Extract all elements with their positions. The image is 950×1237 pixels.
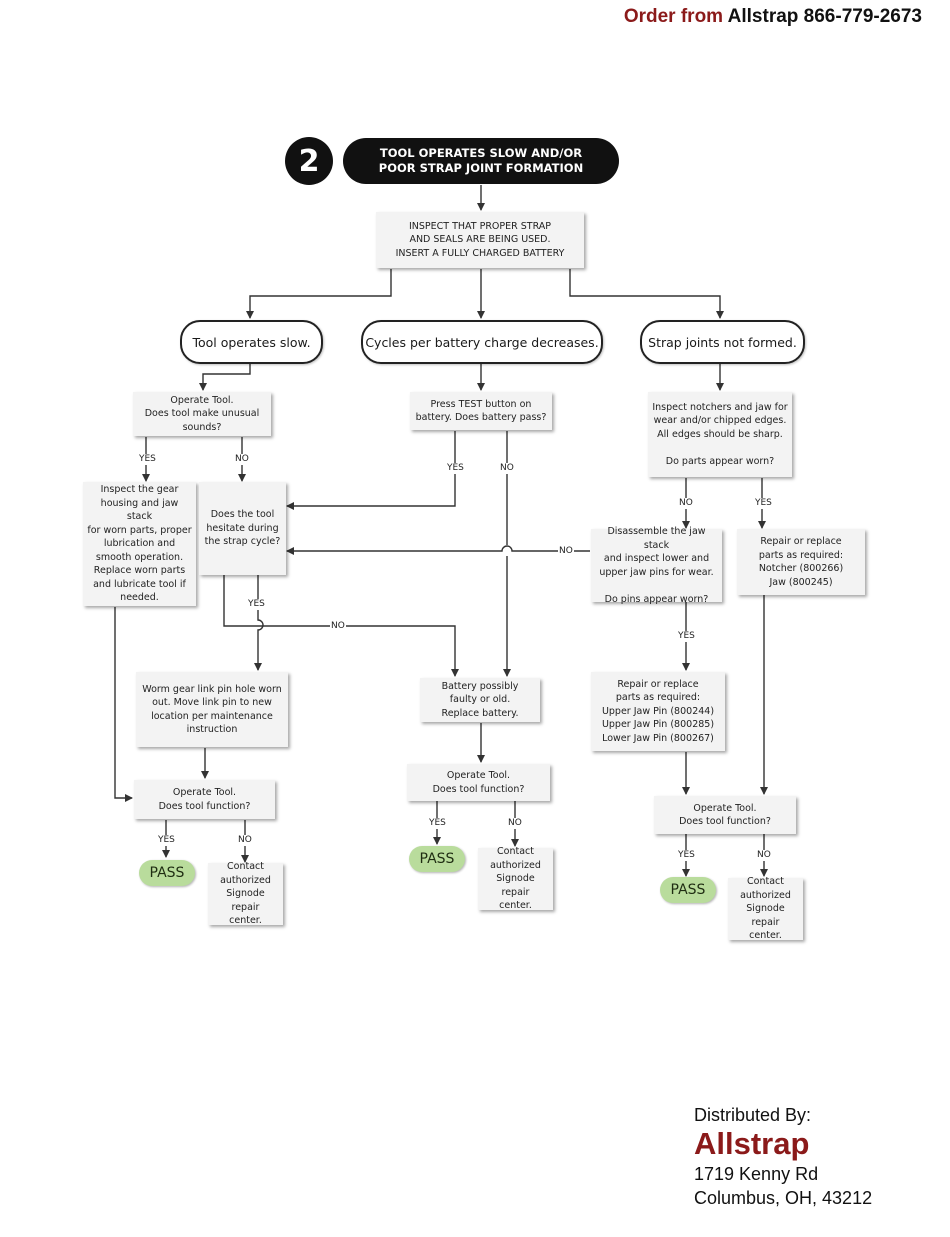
pass-badge-2: PASS — [409, 846, 465, 872]
yes-label: YES — [677, 850, 696, 861]
no-label: NO — [507, 818, 523, 829]
operate-function-box-3: Operate Tool. Does tool function? — [654, 796, 796, 834]
connector — [254, 575, 264, 671]
contact-repair-box-3: Contact authorized Signode repair center… — [728, 876, 803, 941]
connector — [114, 607, 133, 802]
connector — [286, 545, 590, 555]
worm-gear-text: Worm gear link pin hole worn out. Move l… — [142, 683, 282, 736]
inspect-strap-box: INSPECT THAT PROPER STRAP AND SEALS ARE … — [376, 212, 584, 268]
worm-gear-box: Worm gear link pin hole worn out. Move l… — [136, 672, 288, 747]
yes-label: YES — [247, 599, 266, 610]
yes-label: YES — [138, 454, 157, 465]
no-label: NO — [234, 454, 250, 465]
operate-function-box-1: Operate Tool. Does tool function? — [134, 780, 275, 819]
branch-strap-joints: Strap joints not formed. — [640, 320, 805, 364]
yes-label: YES — [446, 463, 465, 474]
connector — [246, 269, 392, 319]
contact-repair-box-2: Contact authorized Signode repair center… — [478, 846, 553, 911]
branch-cycles-decrease: Cycles per battery charge decreases. — [361, 320, 603, 364]
distributor-address: 1719 Kenny Rd Columbus, OH, 43212 — [694, 1164, 873, 1208]
distributor-footer: Distributed By: Allstrap 1719 Kenny Rd C… — [694, 1105, 872, 1210]
inspect-notchers-box: Inspect notchers and jaw for wear and/or… — [648, 392, 792, 477]
repair-pins-box: Repair or replace parts as required: Upp… — [591, 672, 725, 751]
no-label: NO — [558, 546, 574, 557]
disassemble-jaw-box: Disassemble the jaw stack and inspect lo… — [591, 526, 722, 605]
pass-badge-1: PASS — [139, 860, 195, 886]
battery-faulty-box: Battery possibly faulty or old. Replace … — [420, 678, 540, 722]
operate-unusual-sounds-box: Operate Tool. Does tool make unusual sou… — [133, 392, 271, 436]
step-number-badge: 2 — [285, 137, 333, 185]
press-test-box: Press TEST button on battery. Does batte… — [410, 392, 552, 430]
brand-name: Allstrap — [694, 1126, 810, 1161]
inspect-gear-box: Inspect the gear housing and jaw stack f… — [83, 482, 196, 606]
connector — [199, 362, 251, 391]
yes-label: YES — [157, 835, 176, 846]
no-label: NO — [756, 850, 772, 861]
no-label: NO — [237, 835, 253, 846]
no-label: NO — [678, 498, 694, 509]
yes-label: YES — [677, 631, 696, 642]
no-label: NO — [330, 621, 346, 632]
connector — [286, 431, 456, 510]
branch-tool-slow: Tool operates slow. — [180, 320, 323, 364]
pass-badge-3: PASS — [660, 877, 716, 903]
connector — [569, 269, 724, 319]
yes-label: YES — [754, 498, 773, 509]
company-phone: Allstrap 866-779-2673 — [727, 6, 922, 27]
repair-notcher-box: Repair or replace parts as required: Not… — [737, 529, 865, 595]
order-from-label: Order from — [623, 6, 724, 27]
operate-function-box-2: Operate Tool. Does tool function? — [407, 764, 550, 801]
flowchart-title: TOOL OPERATES SLOW AND/OR POOR STRAP JOI… — [343, 138, 619, 184]
contact-repair-box-1: Contact authorized Signode repair center… — [208, 861, 283, 926]
order-header: Order from Allstrap 866-779-2673 — [624, 6, 922, 28]
yes-label: YES — [428, 818, 447, 829]
no-label: NO — [499, 463, 515, 474]
tool-hesitate-box: Does the tool hesitate during the strap … — [199, 482, 286, 575]
distributed-by-label: Distributed By: — [694, 1105, 812, 1125]
